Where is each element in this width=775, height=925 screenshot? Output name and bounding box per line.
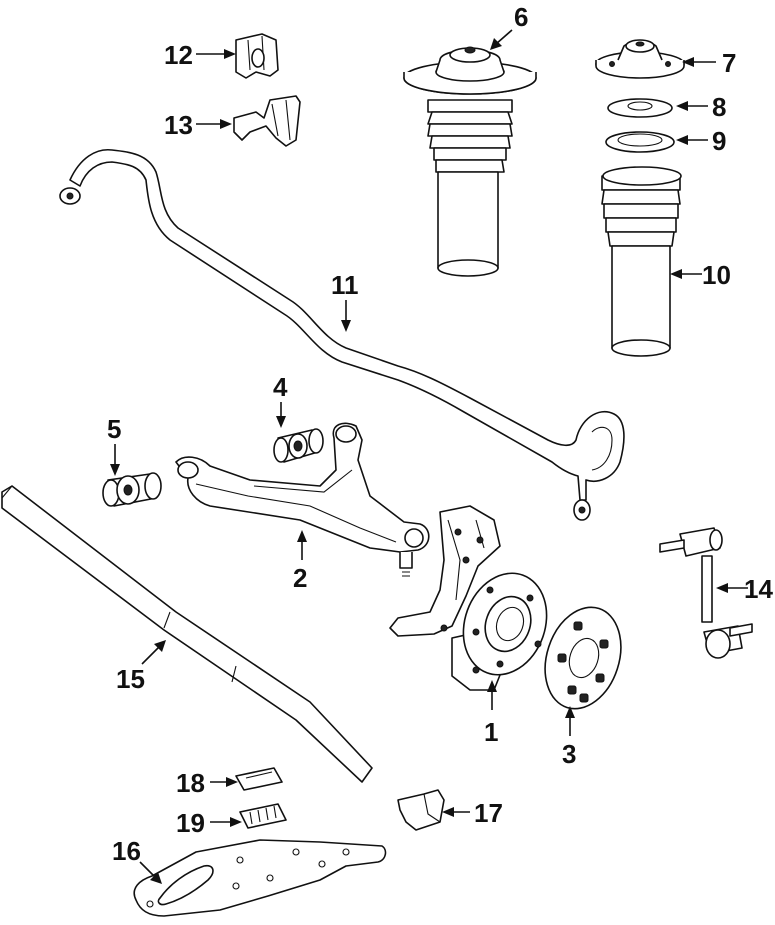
part-3-wheel-hub[interactable] — [533, 597, 634, 718]
callout-3: 3 — [562, 739, 576, 769]
part-6-strut-assembly[interactable] — [403, 46, 537, 277]
part-10-shock-absorber[interactable] — [601, 166, 682, 357]
callout-19: 19 — [176, 808, 205, 838]
part-12-stabilizer-bushing[interactable] — [235, 33, 279, 79]
part-14-stabilizer-link[interactable] — [659, 527, 753, 659]
callout-6: 6 — [514, 2, 528, 32]
part-5-control-arm-bushing[interactable] — [102, 472, 162, 507]
callout-5: 5 — [107, 414, 121, 444]
callout-1: 1 — [484, 717, 498, 747]
part-17-bracket[interactable] — [397, 789, 445, 831]
part-8-washer[interactable] — [607, 98, 673, 118]
callout-17: 17 — [474, 798, 503, 828]
callout-11: 11 — [331, 270, 359, 300]
part-9-spring-seat[interactable] — [605, 131, 675, 153]
callout-16: 16 — [112, 836, 141, 866]
part-19-pad[interactable] — [239, 803, 287, 829]
callout-8: 8 — [712, 92, 726, 122]
leader-arrows — [110, 29, 748, 884]
part-15-skid-plate[interactable] — [1, 485, 373, 783]
part-2-lower-control-arm[interactable] — [175, 422, 430, 577]
part-1-steering-knuckle[interactable] — [389, 505, 560, 691]
callout-18: 18 — [176, 768, 205, 798]
callout-12: 12 — [164, 40, 193, 70]
callout-15: 15 — [116, 664, 145, 694]
callout-10: 10 — [702, 260, 731, 290]
part-18-clip[interactable] — [235, 767, 283, 791]
part-13-bushing-bracket[interactable] — [233, 95, 301, 147]
callout-2: 2 — [293, 563, 307, 593]
part-11-stabilizer-bar[interactable] — [59, 149, 625, 521]
part-7-upper-mount[interactable] — [595, 39, 685, 79]
callout-4: 4 — [273, 372, 288, 402]
part-4-control-arm-bushing[interactable] — [273, 428, 324, 463]
callout-14: 14 — [744, 574, 773, 604]
callout-9: 9 — [712, 126, 726, 156]
part-16-splash-shield[interactable] — [133, 839, 387, 917]
callout-13: 13 — [164, 110, 193, 140]
callout-labels: 1 2 3 4 5 6 7 8 9 10 11 12 13 14 15 16 1… — [107, 2, 773, 866]
callout-7: 7 — [722, 48, 736, 78]
